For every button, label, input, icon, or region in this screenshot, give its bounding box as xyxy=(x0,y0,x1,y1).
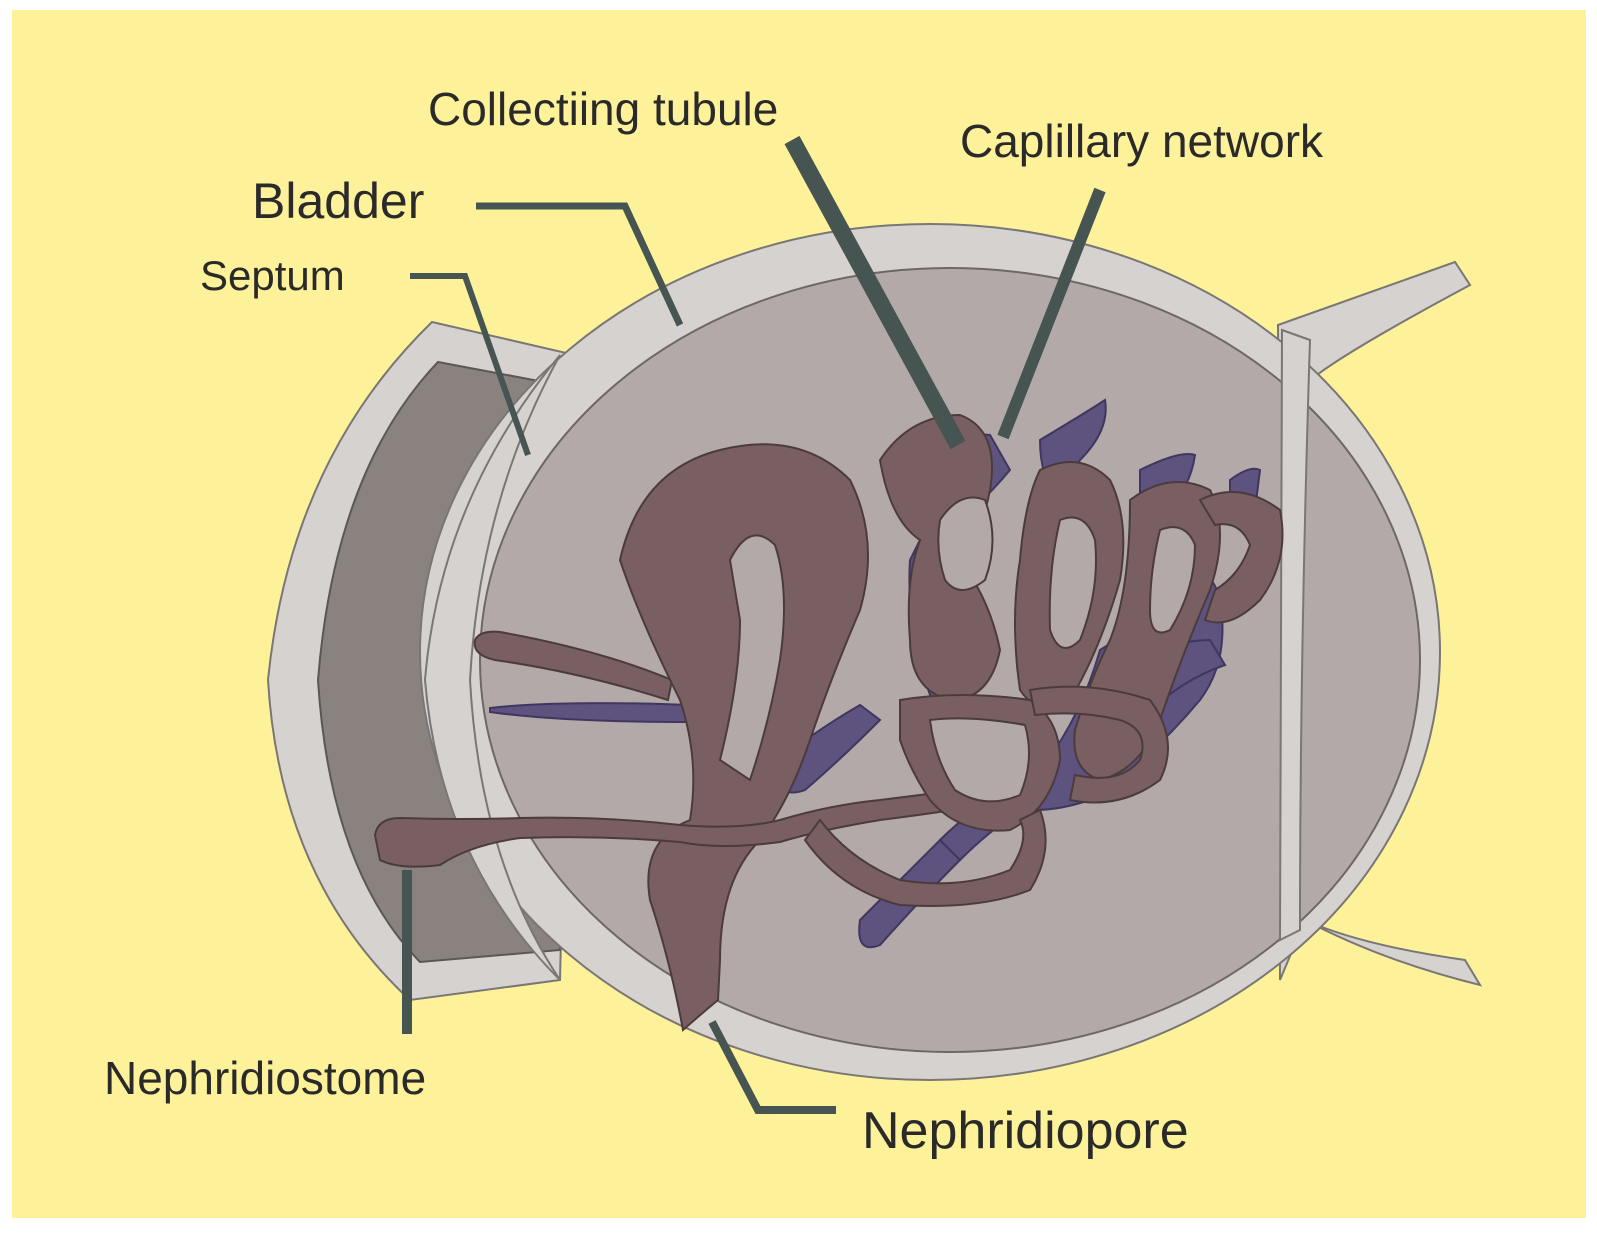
label-nephridiostome: Nephridiostome xyxy=(104,1055,426,1101)
label-bladder: Bladder xyxy=(252,176,424,226)
label-nephridiopore: Nephridiopore xyxy=(862,1105,1189,1157)
label-septum: Septum xyxy=(200,255,345,297)
label-capillary-network: Caplillary network xyxy=(960,118,1323,164)
label-collecting-tubule: Collectiing tubule xyxy=(428,86,778,132)
